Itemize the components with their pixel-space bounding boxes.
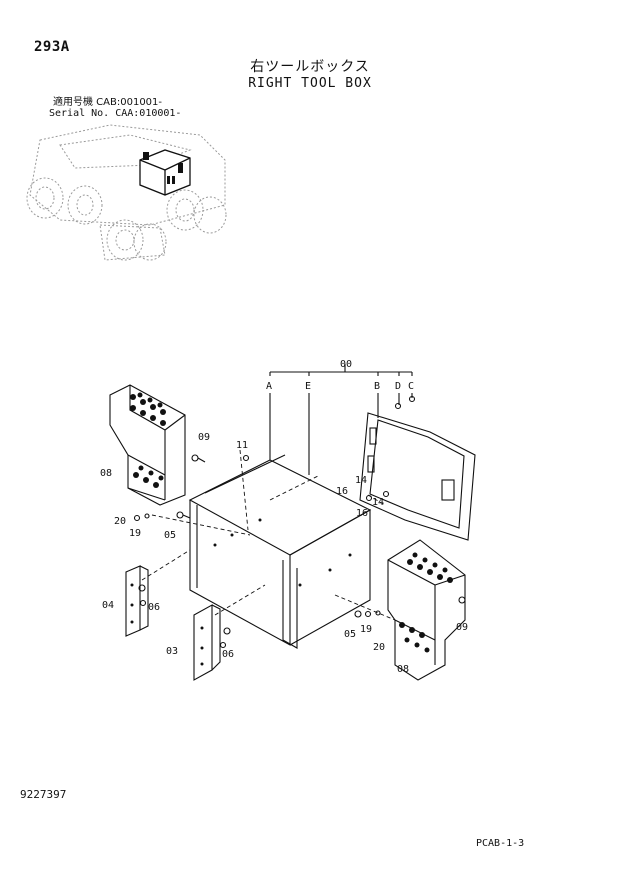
callout-14-upper: 14 bbox=[355, 475, 367, 486]
page-reference: PCAB-1-3 bbox=[476, 838, 525, 849]
callout-08-left: 08 bbox=[100, 468, 112, 479]
callout-assembly: 00 bbox=[340, 359, 352, 370]
callout-b: B bbox=[374, 381, 380, 392]
serial-applicability-en: Serial No. CAA:010001- bbox=[49, 108, 182, 119]
document-number: 9227397 bbox=[20, 788, 67, 801]
callout-20-left: 20 bbox=[114, 516, 126, 527]
callout-16-upper: 16 bbox=[336, 486, 348, 497]
callout-08-right: 08 bbox=[397, 664, 409, 675]
callout-19-right: 19 bbox=[360, 624, 372, 635]
page-code: 293A bbox=[34, 39, 70, 55]
callout-09-right: 09 bbox=[456, 622, 468, 633]
callout-d: D bbox=[395, 381, 401, 392]
callout-c: C bbox=[408, 381, 414, 392]
callout-a: A bbox=[266, 381, 272, 392]
title-english: RIGHT TOOL BOX bbox=[248, 76, 372, 91]
callout-19-left: 19 bbox=[129, 528, 141, 539]
callout-05-right: 05 bbox=[344, 629, 356, 640]
callout-09-left: 09 bbox=[198, 432, 210, 443]
callout-06-left: 06 bbox=[148, 602, 160, 613]
callout-06-lower: 06 bbox=[222, 649, 234, 660]
callout-03: 03 bbox=[166, 646, 178, 657]
callout-04: 04 bbox=[102, 600, 114, 611]
callout-11: 11 bbox=[236, 440, 248, 451]
callout-05-left: 05 bbox=[164, 530, 176, 541]
callout-16-lower: 16 bbox=[356, 508, 368, 519]
callout-14-lower: 14 bbox=[372, 497, 384, 508]
serial-applicability-jp: 適用号機 CAB:001001- bbox=[53, 97, 163, 108]
title-japanese: 右ツールボックス bbox=[250, 59, 370, 75]
callout-e: E bbox=[305, 381, 311, 392]
callout-20-right: 20 bbox=[373, 642, 385, 653]
